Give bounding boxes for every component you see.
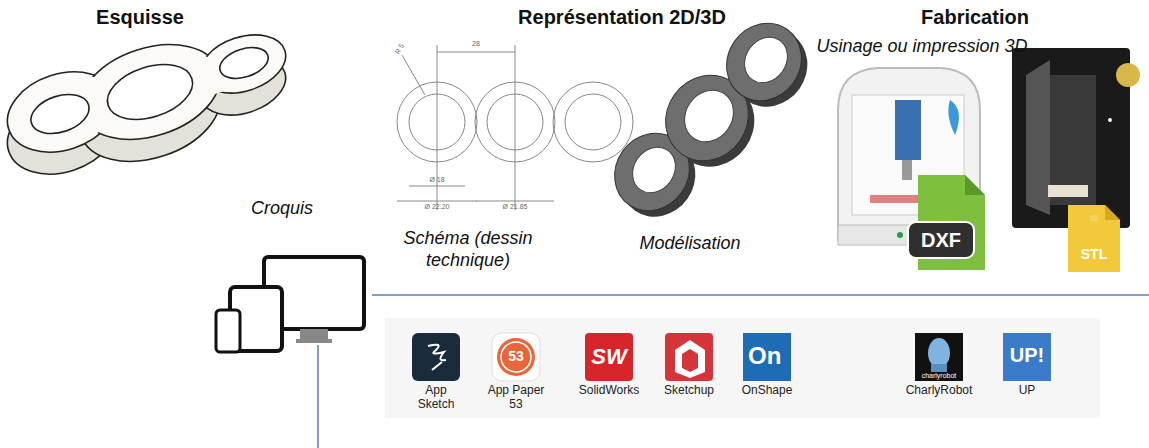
timeline: [372, 294, 1149, 296]
3d-model: [600, 9, 823, 232]
app-label: UP: [997, 384, 1057, 398]
app-label: SolidWorks: [569, 384, 649, 398]
app-label: Sketchup: [654, 384, 724, 398]
stl-file-icon: [1068, 205, 1120, 272]
caption: Modélisation: [620, 233, 760, 255]
file-type: STL: [1072, 246, 1116, 263]
section-heading: Esquisse: [40, 5, 240, 29]
icon-text: 53: [501, 348, 531, 365]
app-label: CharlyRobot: [894, 384, 984, 398]
caption: Schéma (dessin technique): [383, 228, 553, 271]
app-label: App Paper 53: [487, 384, 545, 412]
file-type: DXF: [911, 228, 971, 252]
section-heading: Représentation 2D/3D: [492, 5, 752, 29]
technical-drawing: [397, 45, 633, 210]
icon-text: charlyrobot: [915, 372, 963, 380]
app-label: App Sketch: [411, 384, 461, 412]
dimension: Ø 21.85: [495, 203, 535, 211]
devices-icon: [216, 257, 364, 352]
icon-text: SW: [586, 344, 632, 370]
dimension: Ø 18: [422, 176, 452, 184]
3d-printer: [1012, 48, 1140, 228]
sketch-part: [0, 25, 293, 188]
dimension: R 5: [390, 37, 409, 62]
caption: Usinage ou impression 3D: [787, 36, 1057, 58]
section-heading: Fabrication: [875, 5, 1075, 29]
caption: Croquis: [232, 198, 332, 220]
app-label: OnShape: [732, 384, 802, 398]
icon-text: UP!: [1003, 343, 1051, 367]
dimension: Ø 22.20: [417, 203, 457, 211]
dimension: 28: [464, 40, 488, 48]
icon-text: On: [744, 342, 794, 371]
dxf-file-icon: [908, 175, 985, 270]
timeline: [317, 345, 319, 448]
app-icons: [412, 333, 1051, 381]
icon-band: [385, 318, 1100, 418]
